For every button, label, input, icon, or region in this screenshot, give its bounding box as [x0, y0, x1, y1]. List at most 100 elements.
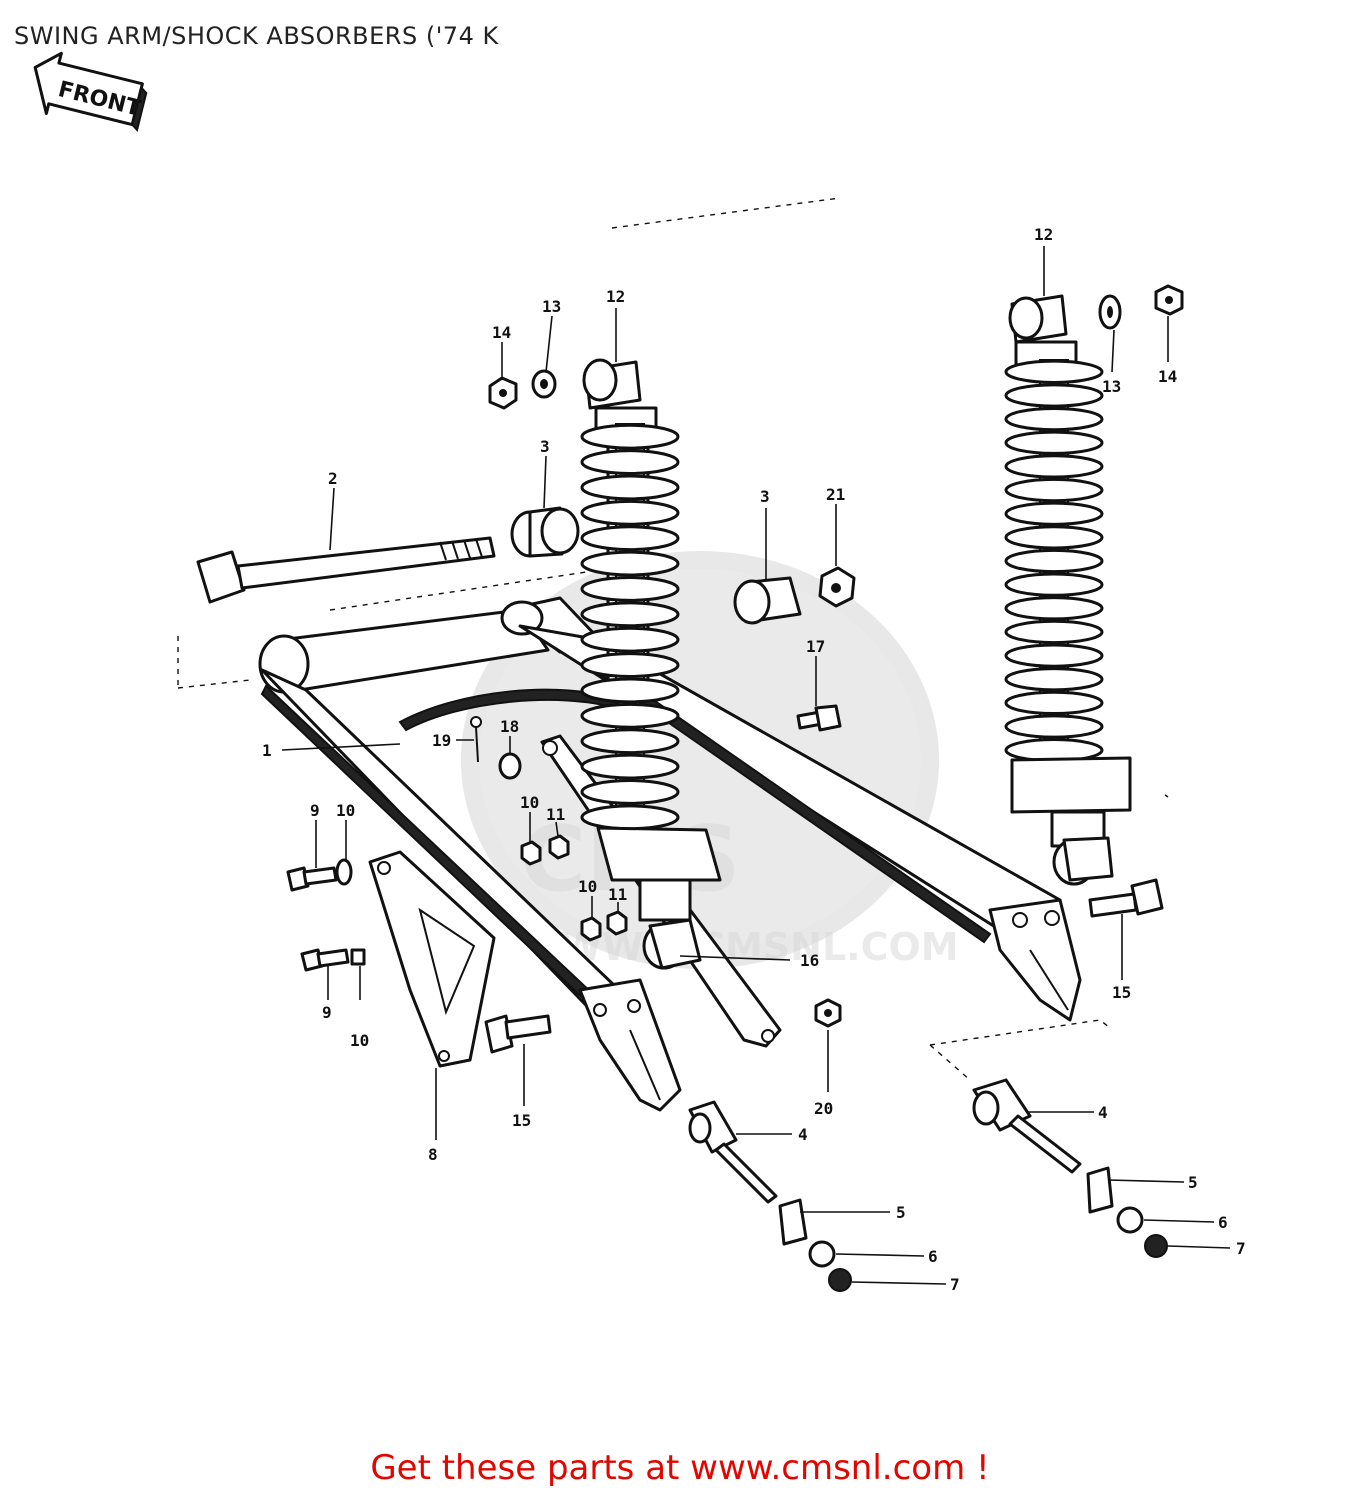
front-arrow-icon: FRONT: [33, 51, 148, 132]
spring-coil: [580, 652, 680, 678]
pivot-bolt: [196, 536, 496, 604]
callout-15: 15: [512, 1111, 531, 1130]
leader-lines: [281, 246, 1231, 1285]
callout-13: 13: [1102, 377, 1121, 396]
shock-spring-left: [580, 423, 680, 831]
spring-coil: [1004, 619, 1104, 645]
washer-18: [498, 752, 522, 780]
callout-5: 5: [1188, 1173, 1198, 1192]
callout-11: 11: [608, 885, 627, 904]
callout-18: 18: [500, 717, 519, 736]
callout-3: 3: [760, 487, 770, 506]
nut-10-mid: [520, 840, 542, 866]
footer-link-text[interactable]: Get these parts at www.cmsnl.com !: [370, 1448, 990, 1488]
spring-coil: [1004, 430, 1104, 455]
spring-coil: [580, 677, 680, 704]
callout-10: 10: [578, 877, 597, 896]
callout-20: 20: [814, 1099, 833, 1118]
collar-right: [733, 576, 802, 625]
spring-coil: [580, 779, 680, 805]
spring-coil: [1004, 477, 1104, 503]
washer-13-left: [531, 369, 557, 399]
spring-coil: [580, 626, 680, 653]
spring-coil: [580, 423, 680, 450]
spring-coil: [1004, 525, 1104, 550]
callout-6: 6: [928, 1247, 938, 1266]
spring-coil: [580, 525, 680, 552]
spring-coil: [1004, 454, 1104, 479]
washer-13-right: [1098, 294, 1122, 330]
callout-1: 1: [262, 741, 272, 760]
nut-10-low: [580, 916, 602, 942]
callout-17: 17: [806, 637, 825, 656]
callout-21: 21: [826, 485, 845, 504]
callout-7: 7: [950, 1275, 960, 1294]
callout-16: 16: [800, 951, 819, 970]
spring-coil: [580, 550, 680, 577]
callout-14: 14: [1158, 367, 1177, 386]
parts-diagram: FRONT CMS WWW.CMSNL.COM: [33, 51, 1246, 1294]
page-title: SWING ARM/SHOCK ABSORBERS ('74 K: [14, 22, 499, 50]
spring-coil: [1004, 572, 1104, 597]
spring-coil: [1004, 643, 1104, 668]
bolt-9-upper: [286, 858, 353, 892]
nut-11-mid: [548, 834, 570, 860]
spring-coil: [580, 753, 680, 780]
callout-3: 3: [540, 437, 550, 456]
callout-10: 10: [520, 793, 539, 812]
callout-6: 6: [1218, 1213, 1228, 1232]
spring-coil: [580, 804, 680, 831]
spring-coil: [1004, 406, 1104, 432]
spring-coil: [1004, 714, 1104, 739]
shock-spring-right: [1004, 359, 1104, 763]
spring-coil: [1004, 548, 1104, 574]
callout-8: 8: [428, 1145, 438, 1164]
spring-coil: [1004, 383, 1104, 408]
spring-coil: [580, 601, 680, 628]
spring-coil: [580, 449, 680, 475]
spring-coil: [580, 499, 680, 526]
nut-21: [818, 566, 856, 608]
bolt-9-lower: [300, 948, 366, 972]
chain-adjuster-left: [688, 1100, 852, 1292]
swing-arm: [258, 596, 1082, 1112]
spring-coil: [1004, 359, 1104, 384]
spring-coil: [580, 702, 680, 729]
nut-20: [814, 998, 842, 1028]
spring-coil: [580, 728, 680, 755]
callout-19: 19: [432, 731, 451, 750]
collar-left: [510, 506, 580, 558]
callout-4: 4: [798, 1125, 808, 1144]
callout-2: 2: [328, 469, 338, 488]
nut-14-right: [1154, 284, 1184, 316]
reference-lines: [177, 197, 1169, 1081]
shock-absorber-left: [580, 358, 722, 970]
spring-coil: [1004, 501, 1104, 526]
spring-coil: [580, 474, 680, 501]
callout-7: 7: [1236, 1239, 1246, 1258]
callout-13: 13: [542, 297, 561, 316]
chain-guard-8: [368, 850, 496, 1068]
callout-10: 10: [350, 1031, 369, 1050]
callout-9: 9: [310, 801, 320, 820]
callout-14: 14: [492, 323, 511, 342]
bolt-15-left: [484, 1014, 552, 1054]
pin-19: [470, 716, 482, 763]
callout-4: 4: [1098, 1103, 1108, 1122]
callout-10: 10: [336, 801, 355, 820]
callout-5: 5: [896, 1203, 906, 1222]
spring-coil: [1004, 690, 1104, 716]
watermark-url: WWW.CMSNL.COM: [560, 925, 959, 969]
callout-labels: 12 12 13 14 13 14 3 2 3 21 17 18 19 1 9 …: [262, 225, 1246, 1294]
shock-absorber-right: [1004, 294, 1132, 886]
callout-9: 9: [322, 1003, 332, 1022]
spring-coil: [1004, 596, 1104, 621]
bolt-15-right: [1088, 878, 1164, 918]
callout-12: 12: [1034, 225, 1053, 244]
chain-adjuster-right: [972, 1078, 1168, 1258]
nut-11-low: [606, 910, 628, 936]
spring-coil: [580, 576, 680, 602]
callout-12: 12: [606, 287, 625, 306]
callout-11: 11: [546, 805, 565, 824]
callout-15: 15: [1112, 983, 1131, 1002]
